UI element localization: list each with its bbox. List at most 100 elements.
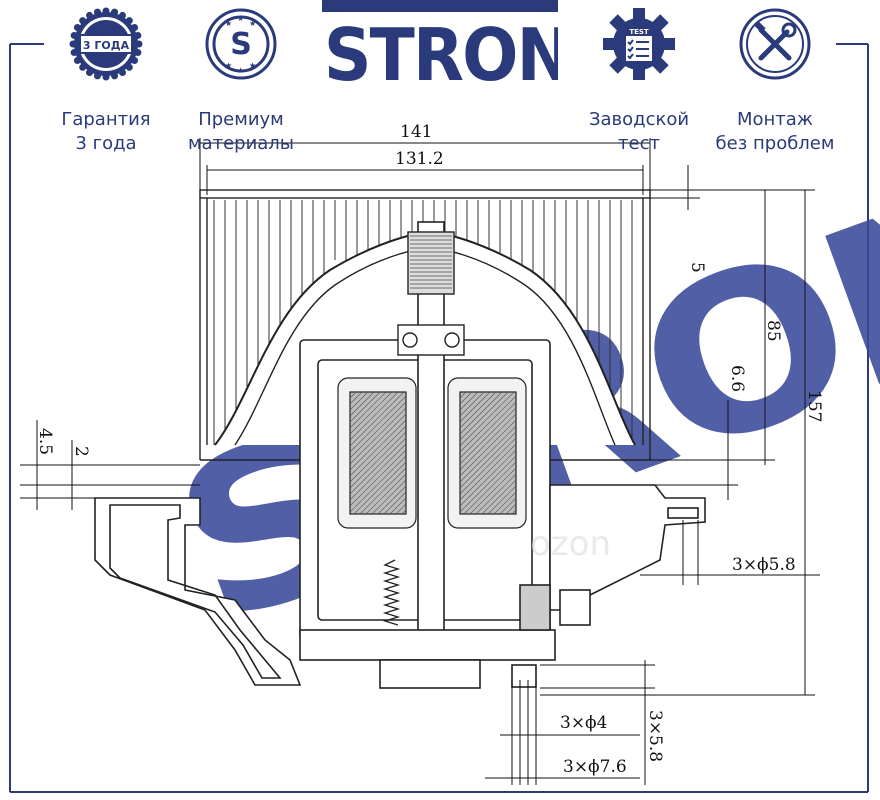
stamp-tooth [70,31,78,39]
winding-hatch [349,419,407,477]
winding-hatch [349,391,375,417]
winding-hatch [459,391,467,399]
premium-s-icon: ★★★ ★★★ S [205,8,277,80]
winding-hatch [459,449,517,507]
winding-hatch [469,467,517,515]
svg-text:★: ★ [249,61,256,70]
winding-hatch [359,467,407,515]
winding-hatch [459,425,517,483]
winding-hatch [459,419,517,477]
stamp-tooth [131,57,139,64]
winding-hatch [349,437,407,495]
factory-test-gear-icon: TEST [603,8,675,80]
svg-text:★: ★ [237,66,244,75]
winding-hatch [511,509,517,515]
stamp-tooth [79,63,87,71]
winding-hatch [349,401,407,459]
svg-text:STRON: STRON [324,14,558,86]
dimension-lines [20,138,820,785]
winding-hatch [371,479,407,515]
stator-core [337,377,527,529]
base-flange-left [94,497,302,686]
winding-hatch [349,391,381,423]
dim-141: 141 [400,122,432,142]
winding-hatch [459,443,517,501]
svg-text:TEST: TEST [629,28,649,36]
stamp-tooth [134,31,142,39]
winding-hatch [459,431,517,489]
stamp-tooth [119,69,126,77]
ozon-watermark: ozon [530,524,611,564]
winding-hatch [349,391,393,435]
badge-installation: Монтаж без проблем [715,6,835,156]
dim-157: 157 [804,390,824,422]
stron-logo: STRON [322,0,558,86]
bottom-plate [299,584,591,689]
winding-hatch [349,391,387,429]
dim-4-5: 4.5 [35,428,55,455]
stamp-tooth [73,57,81,64]
dim-6-6: 6.6 [727,365,747,392]
winding-hatch [349,407,407,465]
badge-caption-factory-test: Заводской тест [588,109,690,154]
winding-hatch [349,455,407,513]
badge-premium: ★★★ ★★★ S Премиум материалы [181,6,301,156]
winding-hatch [349,391,405,447]
dim-2: 2 [71,446,91,457]
winding-hatch [377,485,407,515]
winding-hatch [401,509,407,515]
winding-hatch [505,503,517,515]
winding-hatch [365,473,407,515]
winding-hatch [481,479,517,515]
stamp-tooth [69,40,77,48]
winding-hatch [459,395,517,453]
winding-hatch [475,473,517,515]
winding-hatch [395,503,407,515]
stamp-tooth [102,73,110,81]
stamp-tooth [125,17,133,25]
winding-hatch [349,431,407,489]
stamp-tooth [86,69,93,77]
warranty-stamp-icon: 3 ГОДА [69,7,143,81]
stamp-tooth [111,72,119,80]
winding-hatch [349,449,407,507]
winding-hatch [493,491,517,515]
dim-holes-right: 3×ϕ5.8 [732,555,796,575]
winding-hatch [459,455,517,513]
dim-holes-7-6: 3×ϕ7.6 [563,757,627,777]
tools-wrench-screwdriver-icon [739,8,811,80]
dim-131-2: 131.2 [395,149,444,169]
winding-hatch [459,437,517,495]
stamp-tooth [135,40,143,48]
winding-hatch [459,407,517,465]
svg-text:★: ★ [237,14,244,23]
stamp-tooth [70,49,78,57]
winding-hatch [349,391,369,411]
badge-warranty: 3 ГОДА Гарантия 3 года [46,6,166,156]
winding-hatch [349,391,363,405]
winding-hatch [459,391,503,435]
winding-hatch [389,497,407,515]
stamp-tooth [93,72,101,80]
stamp-tooth [79,17,87,25]
winding-hatch [349,395,407,453]
stamp-tooth [102,7,110,15]
dim-holes-5-8: 3×5.8 [645,710,665,762]
winding-hatch [487,485,517,515]
badge-caption-warranty: Гарантия 3 года [61,109,151,154]
winding-hatch [349,391,357,399]
winding-hatch [459,391,479,411]
winding-hatch [499,497,517,515]
winding-hatch [349,443,407,501]
stamp-tooth [119,11,126,19]
winding-hatch [459,401,517,459]
shaft-hub [407,231,455,295]
stamp-tooth [131,24,139,31]
winding-hatch [349,391,399,441]
badge-caption-premium: Премиум материалы [187,109,295,154]
winding-hatch [459,391,473,405]
badge-factory-test: TEST Заводской тест [579,6,699,156]
winding-hatch [463,461,517,515]
